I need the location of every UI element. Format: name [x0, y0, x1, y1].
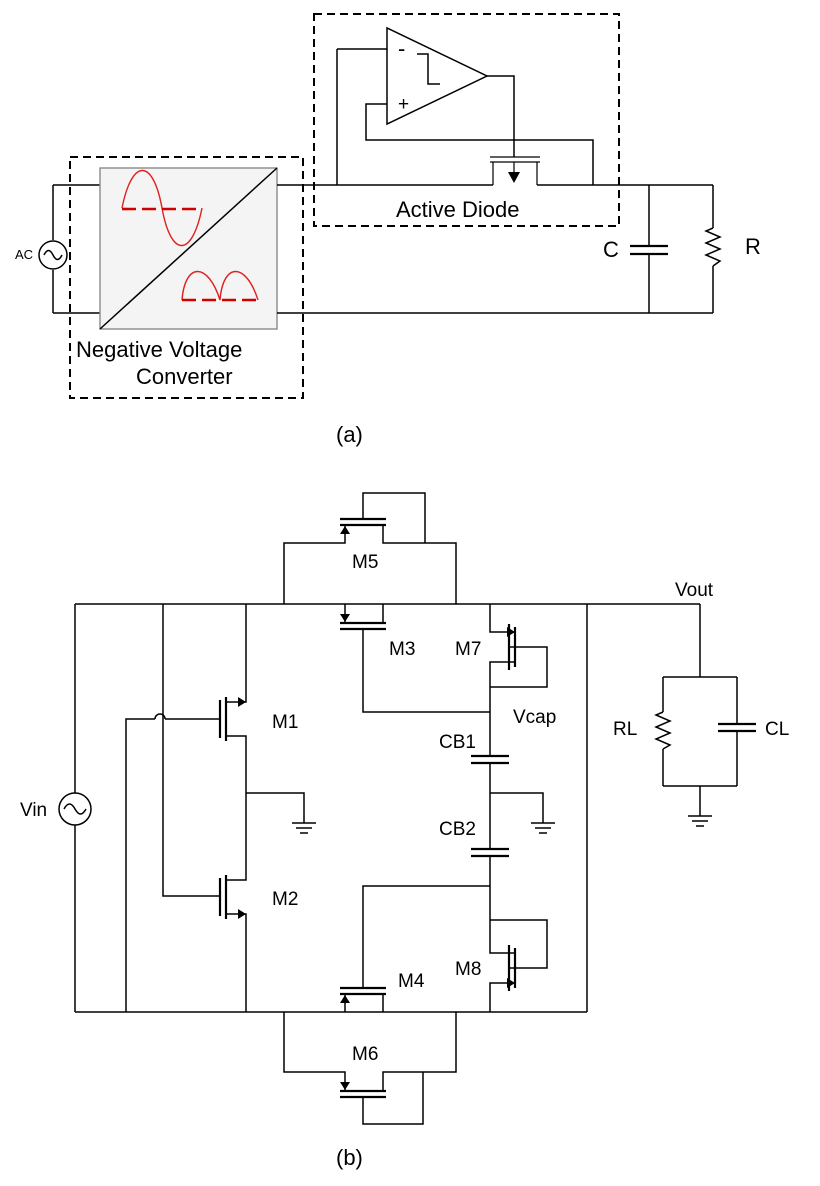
active-diode-mosfet — [337, 156, 713, 186]
rl-label: RL — [613, 719, 637, 740]
m6-label: M6 — [352, 1044, 378, 1065]
output-capacitor: C — [603, 185, 668, 313]
converter-block — [99, 167, 278, 330]
part-b-circuit: Vin M1 M2 — [20, 492, 789, 1125]
converter-label-line1: Negative Voltage — [76, 337, 242, 362]
transistor-m3: M3 — [340, 604, 490, 713]
active-diode-dashed-box — [313, 13, 620, 227]
capacitor-cb1: CB1 — [439, 712, 509, 849]
rectified-waveform — [181, 271, 259, 301]
active-diode-label: Active Diode — [396, 197, 520, 222]
m5-label: M5 — [352, 552, 378, 573]
opamp: - + — [336, 26, 594, 185]
vin-label: Vin — [20, 800, 47, 821]
cb1-label: CB1 — [439, 732, 476, 753]
vout-label: Vout — [675, 580, 714, 601]
caption-a: (a) — [336, 422, 363, 447]
ac-source-label: AC — [15, 247, 33, 262]
transistor-m8: M8 — [455, 886, 548, 1012]
ground-center — [490, 792, 555, 834]
resistor-label: R — [745, 234, 761, 259]
opamp-minus-label: - — [398, 36, 405, 61]
vin-source: Vin — [20, 604, 92, 1012]
capacitor-cb2: CB2 — [439, 819, 509, 886]
transistor-m5: M5 — [283, 492, 457, 604]
load-network: RL CL — [613, 604, 789, 827]
m2-label: M2 — [272, 889, 298, 910]
caption-b: (b) — [336, 1145, 363, 1170]
converter-label-line2: Converter — [136, 364, 233, 389]
ac-source: AC — [15, 184, 100, 314]
transistor-m7: M7 — [455, 604, 548, 712]
m7-label: M7 — [455, 639, 481, 660]
part-a-circuit: AC Negative Voltage Converter Active Dio… — [15, 13, 761, 399]
m4-label: M4 — [398, 971, 425, 992]
opamp-plus-label: + — [398, 94, 409, 115]
transistor-m2: M2 — [218, 793, 298, 1012]
transistor-m4: M4 — [340, 885, 490, 1012]
transistor-m6: M6 — [283, 1012, 457, 1125]
ground-left — [246, 792, 316, 834]
output-resistor: R — [704, 185, 761, 313]
cb2-label: CB2 — [439, 819, 476, 840]
m8-label: M8 — [455, 959, 481, 980]
m3-label: M3 — [389, 639, 415, 660]
transistor-m1: M1 — [218, 604, 298, 793]
cl-label: CL — [765, 719, 789, 740]
m1-label: M1 — [272, 712, 298, 733]
vcap-label: Vcap — [513, 707, 556, 728]
converter-dashed-box — [69, 156, 304, 399]
capacitor-label: C — [603, 237, 619, 262]
